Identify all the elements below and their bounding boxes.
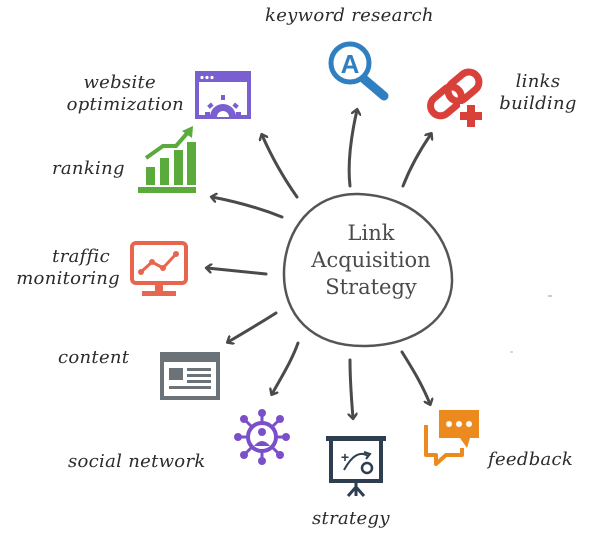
- bar-chart-up-icon: [138, 126, 196, 193]
- label-ranking: ranking: [52, 158, 125, 179]
- label-traffic-monitoring-line2: monitoring: [16, 268, 120, 289]
- center-title-line1: Link: [347, 221, 395, 245]
- label-links-building: links building: [498, 71, 578, 115]
- label-strategy: strategy: [312, 508, 390, 529]
- arrow-to-content: [228, 311, 278, 342]
- monitor-line-graph-icon: [130, 241, 188, 296]
- arrow-to-strategy: [350, 358, 353, 418]
- label-traffic-monitoring: traffic monitoring: [4, 246, 120, 290]
- svg-text:+: +: [341, 449, 349, 465]
- document-window-icon: [160, 352, 220, 400]
- arrow-to-ranking: [212, 197, 284, 219]
- center-circle: [282, 192, 454, 348]
- people-network-icon: [234, 409, 290, 465]
- label-website-optimization-line1: website: [83, 72, 156, 93]
- arrow-to-traffic-monitoring: [207, 268, 268, 276]
- chain-link-plus-icon: [427, 68, 484, 127]
- label-website-optimization: website optimization: [49, 72, 184, 116]
- center-title: Link Acquisition Strategy: [296, 220, 446, 301]
- label-social-network: social network: [68, 451, 206, 472]
- center-title-line3: Strategy: [325, 275, 417, 299]
- browser-gear-icon: [195, 71, 251, 119]
- arrow-to-keyword-research: [347, 110, 357, 188]
- label-content: content: [58, 347, 130, 368]
- label-feedback: feedback: [488, 449, 574, 470]
- arrow-to-social-network: [272, 341, 300, 394]
- label-traffic-monitoring-line1: traffic: [52, 246, 110, 267]
- label-website-optimization-line2: optimization: [66, 94, 184, 115]
- speech-bubbles-icon: [424, 410, 479, 466]
- arrow-to-feedback: [400, 350, 430, 404]
- arrow-to-links-building: [401, 134, 431, 188]
- label-links-building-line1: links: [515, 71, 561, 92]
- center-title-line2: Acquisition: [311, 248, 431, 272]
- label-links-building-line2: building: [499, 93, 577, 114]
- whiteboard-plan-icon: +: [326, 436, 386, 497]
- label-keyword-research: keyword research: [265, 5, 434, 26]
- arrow-to-website-optimization: [262, 135, 299, 199]
- svg-text:A: A: [341, 49, 360, 79]
- magnifier-a-icon: A: [328, 41, 389, 101]
